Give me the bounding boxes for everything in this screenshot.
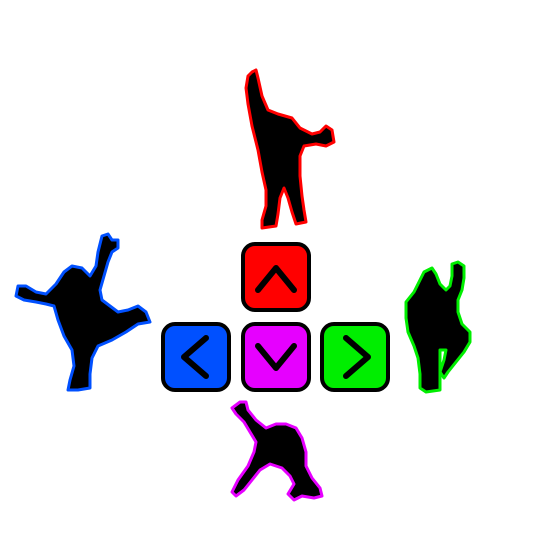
dancer-right-silhouette: [404, 260, 472, 394]
down-arrow-button[interactable]: [241, 322, 311, 392]
chevron-left-icon: [181, 335, 209, 379]
chevron-up-icon: [255, 265, 297, 293]
right-arrow-button[interactable]: [320, 322, 390, 392]
chevron-right-icon: [343, 335, 371, 379]
up-arrow-button[interactable]: [241, 242, 311, 312]
dancer-up-silhouette: [244, 68, 336, 230]
dancer-left-silhouette: [14, 232, 152, 392]
dancer-down-silhouette: [230, 400, 324, 502]
chevron-down-icon: [255, 343, 297, 371]
left-arrow-button[interactable]: [161, 322, 231, 392]
